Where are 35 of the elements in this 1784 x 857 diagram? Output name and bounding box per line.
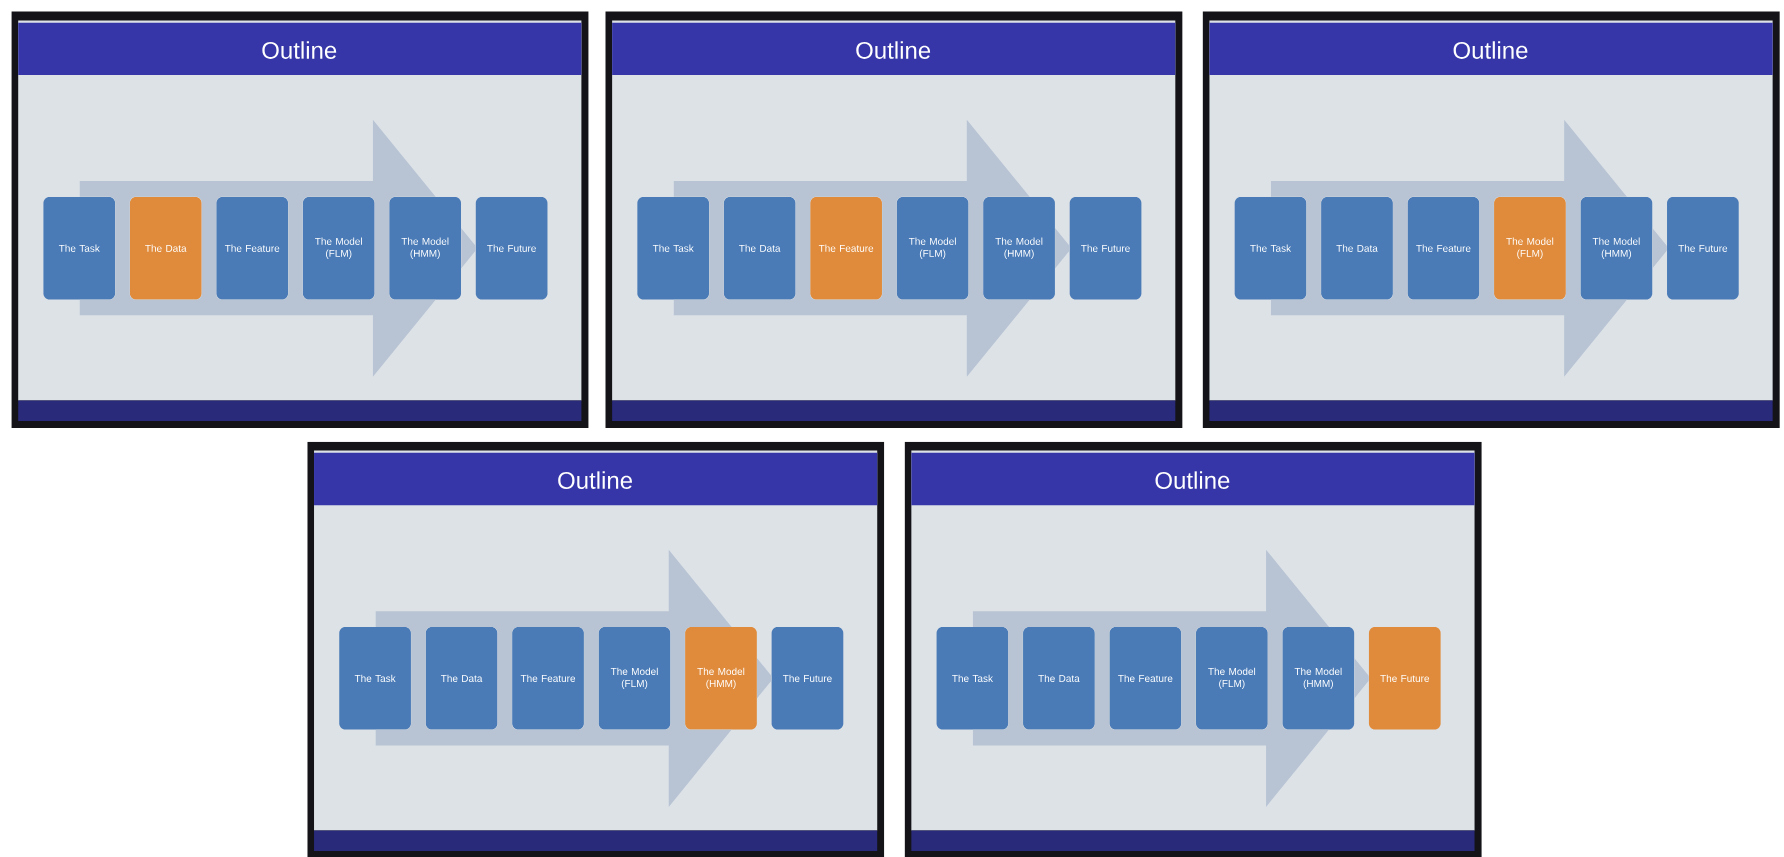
step-box: The Task — [1234, 197, 1307, 300]
step-box: The Model (HMM) — [1580, 197, 1653, 300]
step-box: The Model (FLM) — [1196, 627, 1268, 730]
step-box: The Task — [339, 627, 411, 730]
step-box: The Future — [1667, 197, 1739, 300]
step-box: The Feature — [1407, 197, 1480, 300]
step-box: The Data — [723, 197, 796, 300]
step-box: The Feature — [1109, 627, 1182, 730]
step-box: The Task — [936, 627, 1009, 730]
step-box: The Data — [1023, 627, 1095, 730]
block-arrow — [673, 119, 1072, 377]
step-box: The Model (HMM) — [1282, 627, 1355, 730]
step-box: The Data — [1321, 197, 1393, 300]
step-box: The Future — [1069, 197, 1142, 300]
step-box: The Model (HMM) — [983, 197, 1055, 300]
step-box: The Model (HMM) — [389, 197, 461, 300]
step-box: The Task — [637, 197, 710, 300]
step-box: The Model (HMM) — [685, 627, 757, 730]
step-box: The Data — [425, 627, 498, 730]
step-box: The Data — [129, 197, 202, 300]
step-box: The Feature — [810, 197, 882, 300]
block-arrow — [972, 549, 1371, 807]
step-box: The Future — [1368, 627, 1441, 730]
step-box: The Feature — [216, 197, 289, 300]
block-arrow — [375, 549, 774, 807]
step-box: The Model (FLM) — [302, 197, 375, 300]
block-arrow — [79, 119, 478, 377]
step-box: The Future — [475, 197, 548, 300]
step-box: The Feature — [512, 627, 584, 730]
step-box: The Future — [771, 627, 844, 730]
step-box: The Model (FLM) — [1494, 197, 1566, 300]
step-box: The Model (FLM) — [598, 627, 671, 730]
step-box: The Model (FLM) — [896, 197, 969, 300]
step-box: The Task — [43, 197, 116, 300]
block-arrow — [1270, 119, 1669, 377]
